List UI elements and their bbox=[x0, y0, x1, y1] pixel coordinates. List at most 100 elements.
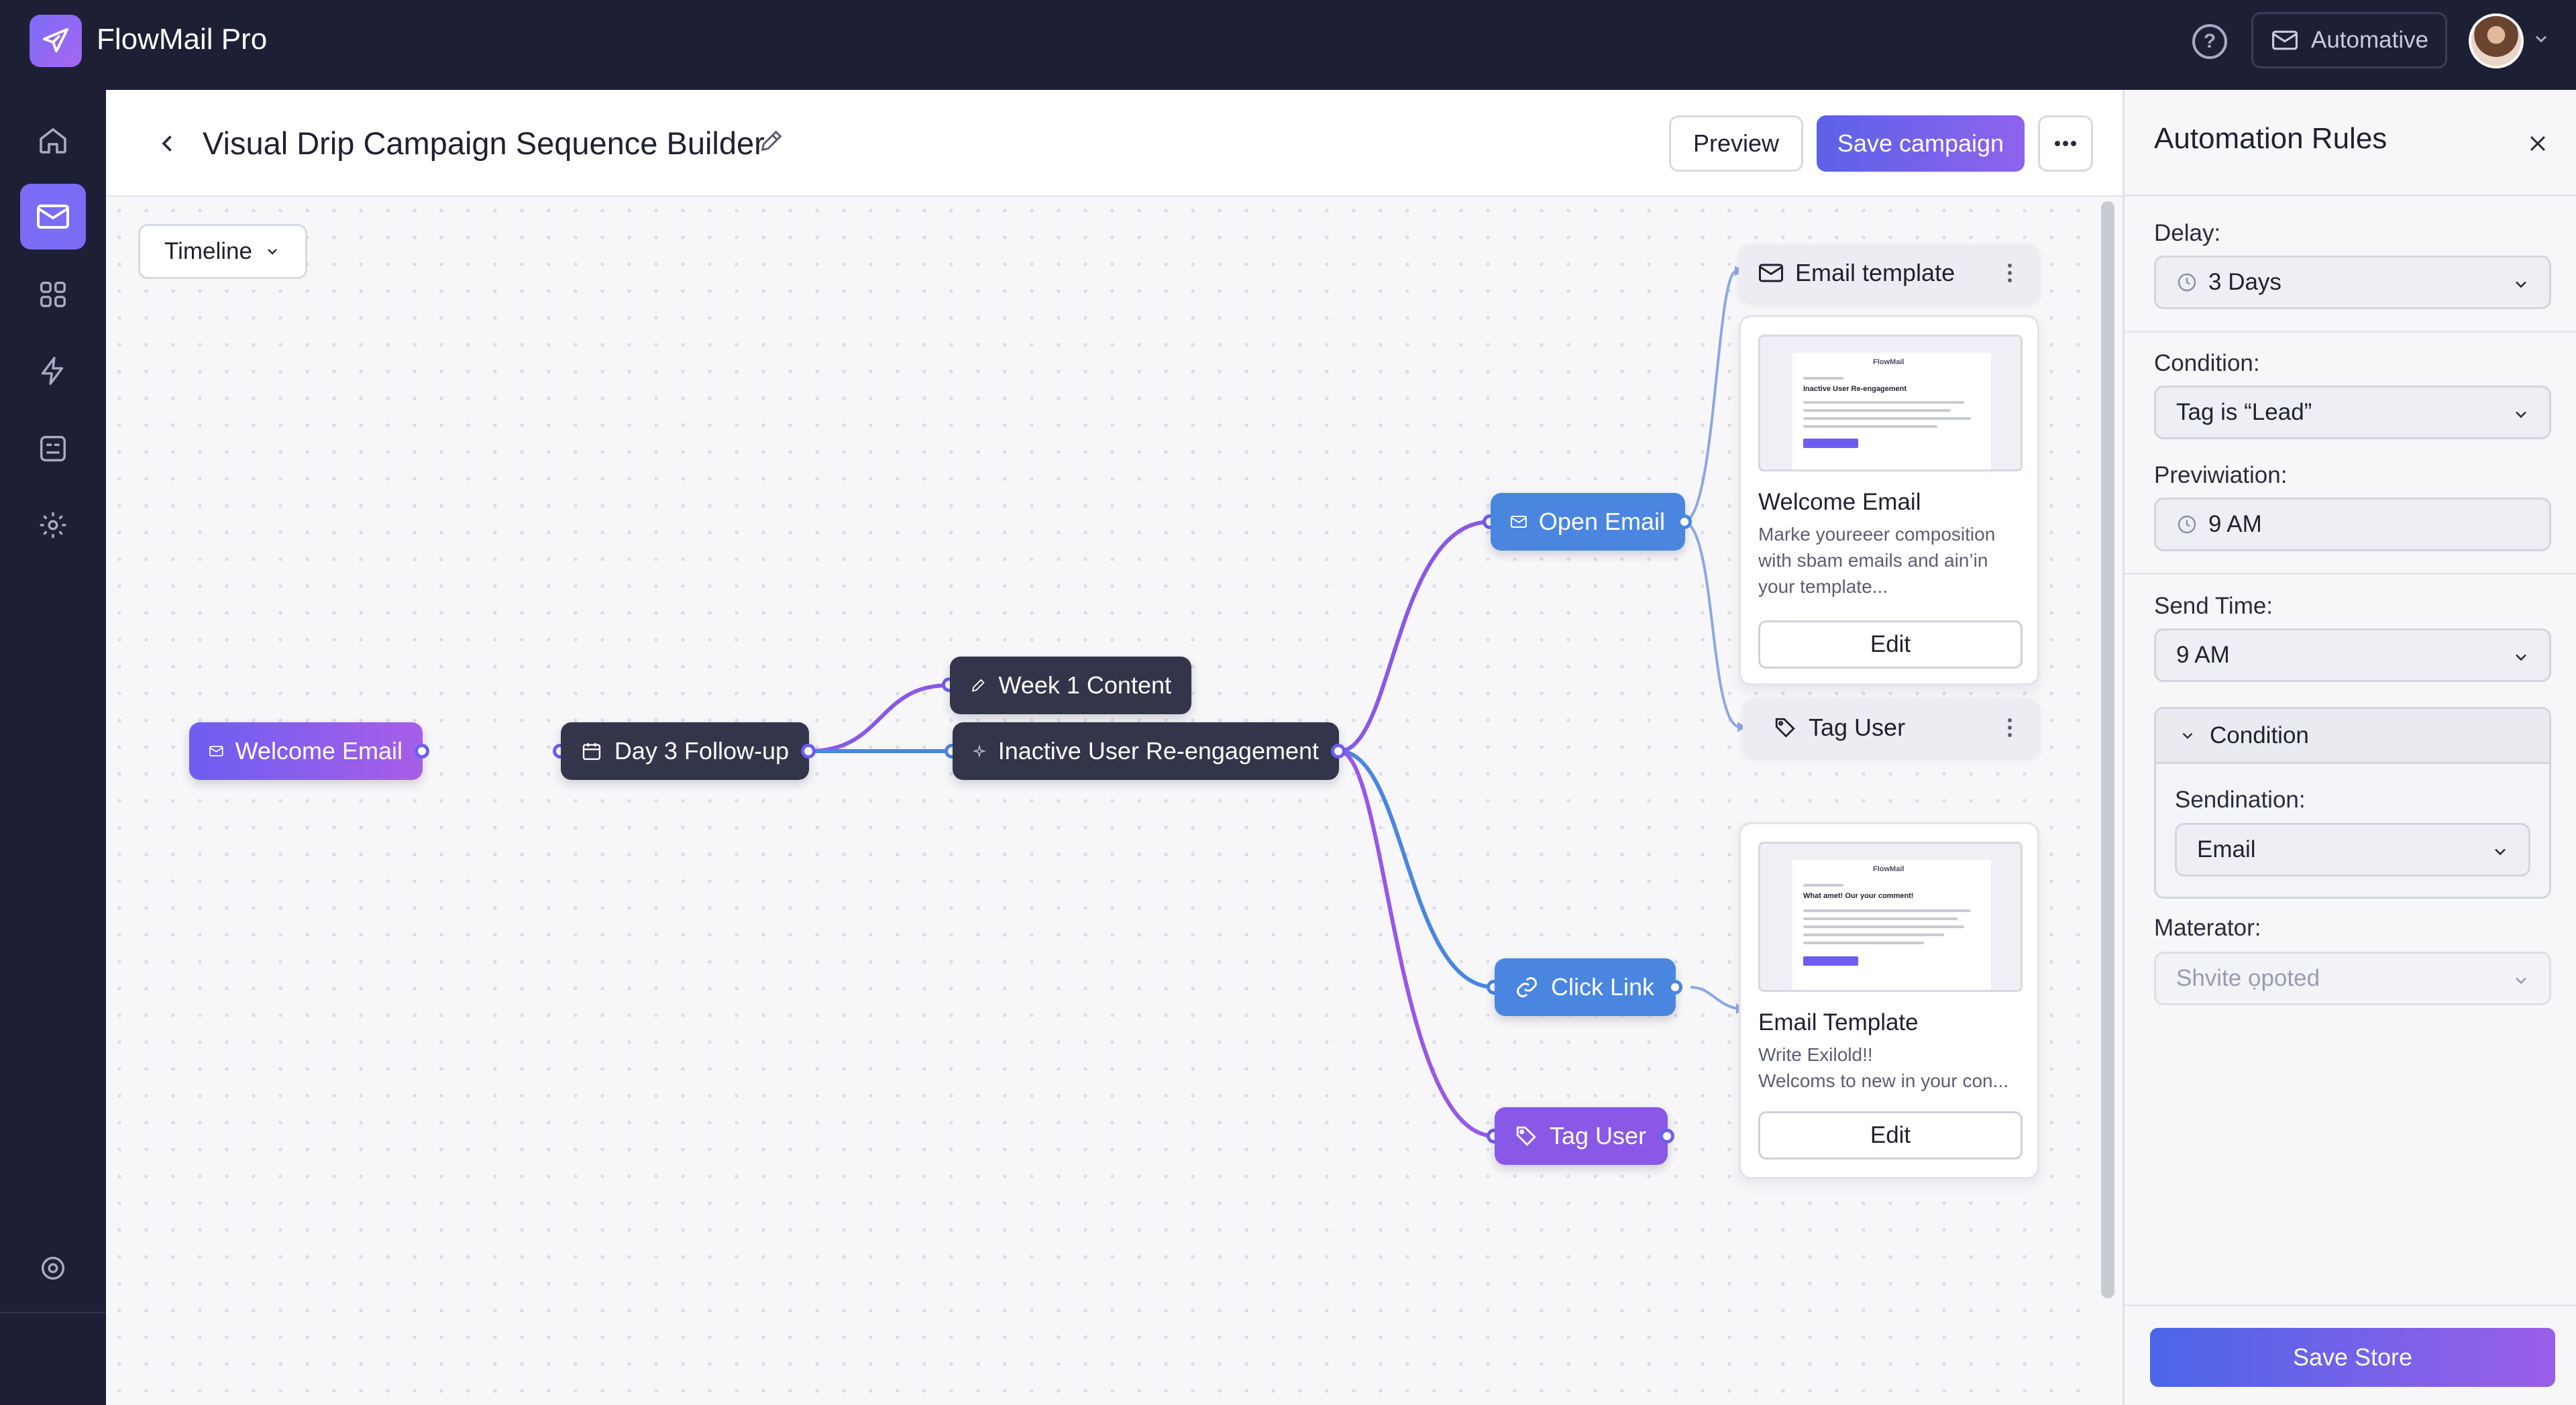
thumb-brand: FlowMail bbox=[1873, 358, 1904, 366]
node-label: Email template bbox=[1795, 259, 1955, 286]
card-desc-line: Marke youreeer composition bbox=[1758, 524, 1996, 545]
node-week1-content[interactable]: Week 1 Content bbox=[950, 657, 1191, 714]
sendination-value: Email bbox=[2197, 836, 2256, 862]
save-campaign-button[interactable]: Save campaign bbox=[1817, 115, 2025, 172]
more-options-icon[interactable] bbox=[2038, 115, 2093, 172]
avatar[interactable] bbox=[2469, 13, 2524, 68]
condition-value: Tag is “Lead” bbox=[2176, 399, 2312, 425]
thumb-brand: FlowMail bbox=[1873, 865, 1904, 873]
node-tag-user[interactable]: Tag User bbox=[1495, 1107, 1668, 1165]
node-open-email[interactable]: Open Email bbox=[1491, 493, 1685, 551]
condition-section-header[interactable]: Condition bbox=[2156, 709, 2549, 764]
email-thumbnail: FlowMail Inactive User Re-engagement bbox=[1758, 335, 2023, 471]
sendination-label: Sendination: bbox=[2175, 787, 2306, 813]
condition-label: Condition: bbox=[2154, 350, 2260, 376]
back-arrow-icon[interactable] bbox=[148, 123, 188, 164]
top-bar: FlowMail Pro ? Automative bbox=[0, 0, 2576, 90]
sendination-select[interactable]: Email bbox=[2175, 823, 2530, 877]
close-icon[interactable] bbox=[2519, 125, 2557, 162]
condition-select[interactable]: Tag is “Lead” bbox=[2154, 386, 2551, 439]
output-port[interactable] bbox=[1660, 1129, 1674, 1143]
chevron-down-icon bbox=[2516, 654, 2526, 661]
envelope-icon bbox=[1759, 264, 1783, 282]
materator-value: Shvite ọpoted bbox=[2176, 965, 2320, 991]
output-port[interactable] bbox=[1677, 514, 1692, 529]
panel-title: Automation Rules bbox=[2154, 122, 2387, 155]
help-icon[interactable]: ? bbox=[2192, 24, 2227, 59]
settings-gear-icon[interactable] bbox=[20, 492, 86, 558]
previation-input[interactable]: 9 AM bbox=[2154, 498, 2551, 551]
tag-icon bbox=[1516, 1126, 1536, 1146]
output-port[interactable] bbox=[801, 744, 816, 758]
materator-select[interactable]: Shvite ọpoted bbox=[2154, 952, 2551, 1005]
divider bbox=[2125, 573, 2576, 575]
chevron-down-icon bbox=[2516, 281, 2526, 288]
node-label: Welcome Email bbox=[235, 737, 402, 765]
node-welcome-email[interactable]: Welcome Email bbox=[189, 722, 423, 780]
clock-icon bbox=[2178, 273, 2196, 292]
condition-section-title: Condition bbox=[2210, 722, 2309, 748]
view-dropdown-label: Timeline bbox=[164, 238, 252, 264]
connector-lines bbox=[423, 266, 1746, 1138]
delay-select[interactable]: 3 Days bbox=[2154, 256, 2551, 309]
card-desc-line: Welcoms to new in your con... bbox=[1758, 1070, 2008, 1091]
app-title: FlowMail Pro bbox=[97, 23, 268, 56]
paper-plane-icon[interactable] bbox=[30, 15, 82, 67]
sparkle-icon bbox=[973, 744, 986, 758]
kebab-menu-icon[interactable] bbox=[2007, 263, 2012, 283]
envelope-icon bbox=[2272, 30, 2298, 50]
page-header: Visual Drip Campaign Sequence Builder Pr… bbox=[106, 90, 2123, 197]
email-preview-card[interactable]: FlowMail Inactive User Re-engagement Wel… bbox=[1739, 315, 2039, 685]
automation-rules-panel: Automation Rules Delay: 3 Days Condition… bbox=[2123, 90, 2576, 1405]
bolt-icon[interactable] bbox=[20, 338, 86, 404]
divider bbox=[2125, 194, 2576, 196]
send-time-value: 9 AM bbox=[2176, 642, 2230, 668]
node-label: Tag User bbox=[1550, 1122, 1647, 1149]
flow-canvas[interactable]: Timeline Welcome Email bbox=[106, 197, 2094, 1405]
card-desc-line: your template... bbox=[1758, 576, 1888, 597]
divider bbox=[0, 1312, 106, 1313]
kebab-menu-icon[interactable] bbox=[2007, 718, 2012, 738]
pencil-icon[interactable] bbox=[758, 127, 785, 154]
envelope-icon bbox=[1511, 516, 1527, 528]
node-inactive-user-re-engagement[interactable]: Inactive User Re-engagement bbox=[953, 722, 1339, 780]
output-port[interactable] bbox=[1331, 744, 1346, 758]
node-tag-user-action[interactable]: Tag User bbox=[1743, 699, 2039, 756]
node-label: Inactive User Re-engagement bbox=[998, 737, 1319, 765]
chevron-down-icon[interactable] bbox=[2532, 30, 2551, 48]
preview-button[interactable]: Preview bbox=[1669, 115, 1803, 172]
tag-icon bbox=[1775, 718, 1795, 738]
mail-icon[interactable] bbox=[20, 184, 86, 249]
node-email-template[interactable]: Email template bbox=[1739, 244, 2039, 302]
node-label: Open Email bbox=[1538, 508, 1665, 535]
chevron-down-icon bbox=[2495, 848, 2506, 856]
edit-button[interactable]: Edit bbox=[1758, 620, 2023, 669]
gear-icon[interactable] bbox=[20, 1235, 86, 1301]
home-icon[interactable] bbox=[20, 107, 86, 173]
card-description: Write Exilold!! Welcoms to new in your c… bbox=[1758, 1042, 2008, 1094]
view-dropdown[interactable]: Timeline bbox=[138, 224, 307, 279]
node-click-link[interactable]: Click Link bbox=[1495, 958, 1676, 1016]
account-button[interactable]: Automative bbox=[2251, 12, 2447, 68]
canvas-scrollbar[interactable] bbox=[2101, 201, 2114, 1298]
node-label: Click Link bbox=[1551, 973, 1655, 1001]
calendar-icon bbox=[582, 743, 601, 761]
node-label: Week 1 Content bbox=[998, 671, 1171, 699]
grid-icon[interactable] bbox=[20, 262, 86, 327]
link-icon bbox=[1517, 977, 1537, 997]
card-desc-line: Write Exilold!! bbox=[1758, 1044, 1873, 1065]
edit-button[interactable]: Edit bbox=[1758, 1111, 2023, 1160]
page-title: Visual Drip Campaign Sequence Builder bbox=[203, 125, 765, 161]
send-time-select[interactable]: 9 AM bbox=[2154, 628, 2551, 682]
delay-label: Delay: bbox=[2154, 220, 2221, 246]
card-desc-line: with sbam emails and ain’in bbox=[1758, 550, 1988, 571]
forms-icon[interactable] bbox=[20, 416, 86, 482]
save-store-button[interactable]: Save Store bbox=[2150, 1328, 2555, 1387]
output-port[interactable] bbox=[415, 744, 429, 758]
email-preview-card[interactable]: FlowMail What amet! Our your comment! Em… bbox=[1739, 822, 2039, 1179]
output-port[interactable] bbox=[1668, 980, 1682, 995]
previation-label: Previwiation: bbox=[2154, 462, 2288, 488]
chevron-down-icon bbox=[268, 249, 277, 255]
node-day3-follow-up[interactable]: Day 3 Follow-up bbox=[561, 722, 809, 780]
previation-value: 9 AM bbox=[2208, 511, 2262, 537]
